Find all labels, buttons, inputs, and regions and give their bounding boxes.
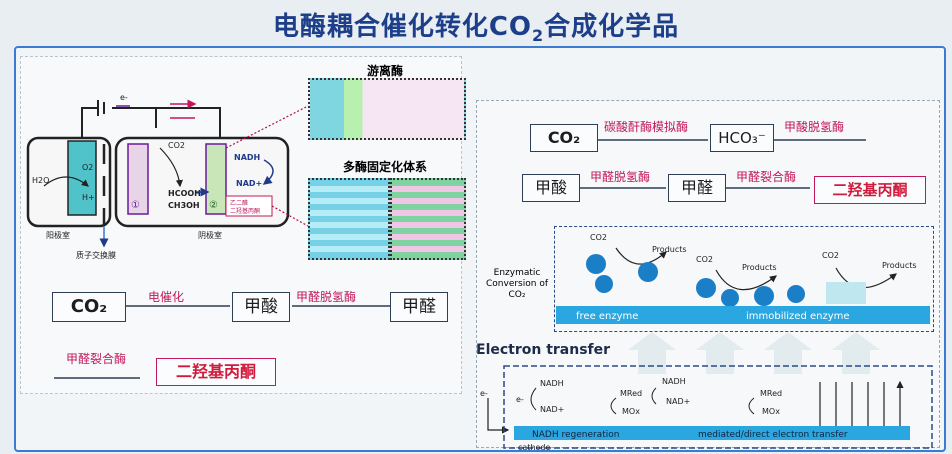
enzymatic-conversion-diagram: CO2 Products CO2 Products CO2 Products f… <box>556 233 930 324</box>
circle-1-label: ① <box>131 200 140 211</box>
co2-label: CO2 <box>168 141 185 150</box>
enzymatic-co2-2: CO2 <box>696 255 713 264</box>
right-formic-box: 甲酸 <box>522 174 580 202</box>
left-step-fdh: 甲醛脱氢酶 <box>296 290 357 304</box>
mediated-transfer-label: mediated/direct electron transfer <box>698 430 848 440</box>
right-dha-box: 二羟基丙酮 <box>814 176 926 204</box>
left-step-lyase: 甲醛裂合酶 <box>66 352 127 366</box>
immobilized-enzyme-label: immobilized enzyme <box>746 311 850 322</box>
et-e-label: e- <box>480 389 488 398</box>
electron-transfer-title: Electron transfer <box>476 342 611 358</box>
electrolysis-cell-diagram: e- H2O O2 H+ ① ② CO2 HCOOH CH3OH NADH NA… <box>26 93 309 260</box>
enzymatic-co2-1: CO2 <box>590 233 607 242</box>
right-hco3-box: HCO₃⁻ <box>710 124 774 152</box>
et-mox-1: MOx <box>622 407 640 416</box>
circle-2-label: ② <box>209 200 218 211</box>
left-step-electrocatalysis: 电催化 <box>148 290 185 304</box>
hplus-label: H+ <box>82 193 95 202</box>
left-formaldehyde-box: 甲醛 <box>390 292 448 322</box>
page-title: 电酶耦合催化转化CO2合成化学品 <box>272 12 680 46</box>
nadh-regeneration-label: NADH regeneration <box>532 430 619 440</box>
cathode-label: 阴极室 <box>198 230 222 240</box>
enzymatic-conversion-box <box>554 226 934 332</box>
multi-enzyme-image-2 <box>390 178 466 260</box>
product-tag: 乙二醛 <box>230 199 248 207</box>
et-nadplus-2: NAD+ <box>666 397 690 406</box>
right-formaldehyde-box: 甲醛 <box>668 174 726 202</box>
o2-label: O2 <box>82 163 93 172</box>
left-dha-box: 二羟基丙酮 <box>156 358 276 386</box>
multi-enzyme-title: 多酶固定化体系 <box>342 160 427 174</box>
et-mred-2: MRed <box>760 389 782 398</box>
ch3oh-label: CH3OH <box>168 201 200 210</box>
enzymatic-conversion-label: Enzymatic Conversion of CO₂ <box>486 268 548 300</box>
transfer-up-arrows <box>628 332 880 374</box>
enzymatic-products-1: Products <box>652 245 687 254</box>
right-co2-box: CO₂ <box>530 124 598 152</box>
electron-transfer-diagram: e- NADH NAD+ e- MRed MOx NADH NAD+ MRed … <box>480 365 933 452</box>
cathode-label-right: cathode <box>518 443 550 452</box>
enzymatic-co2-3: CO2 <box>822 251 839 260</box>
right-step-ca: 碳酸酐酶模拟酶 <box>604 120 689 134</box>
left-formic-box: 甲酸 <box>232 292 290 322</box>
et-eminus-1: e- <box>516 395 524 404</box>
right-step-fdh: 甲酸脱氢酶 <box>784 120 845 134</box>
right-step-faldh: 甲醛脱氢酶 <box>590 170 651 184</box>
et-mred-1: MRed <box>620 389 642 398</box>
h2o-label: H2O <box>32 176 49 185</box>
nadplus-label: NAD+ <box>236 179 262 188</box>
left-co2-box: CO₂ <box>52 292 126 322</box>
product-tag-2: 二羟基丙酮 <box>230 207 260 215</box>
left-flow-arrows <box>54 305 390 379</box>
et-nadplus-1: NAD+ <box>540 405 564 414</box>
enzymatic-products-3: Products <box>882 261 917 270</box>
multi-enzyme-image-1 <box>308 178 390 260</box>
free-enzyme-label: free enzyme <box>576 311 638 322</box>
nadh-label: NADH <box>234 153 260 162</box>
et-mox-2: MOx <box>762 407 780 416</box>
free-enzyme-image <box>308 78 466 140</box>
electron-label: e- <box>120 93 128 102</box>
membrane-label: 质子交换膜 <box>76 250 116 260</box>
et-nadh-2: NADH <box>662 377 686 386</box>
anode-label: 阳极室 <box>46 230 70 240</box>
enzymatic-products-2: Products <box>742 263 777 272</box>
right-step-lyase: 甲醛裂合酶 <box>736 170 797 184</box>
free-enzyme-title: 游离酶 <box>366 64 403 78</box>
right-flow-arrows <box>580 139 866 189</box>
et-nadh-1: NADH <box>540 379 564 388</box>
hcooh-label: HCOOH <box>168 189 201 198</box>
